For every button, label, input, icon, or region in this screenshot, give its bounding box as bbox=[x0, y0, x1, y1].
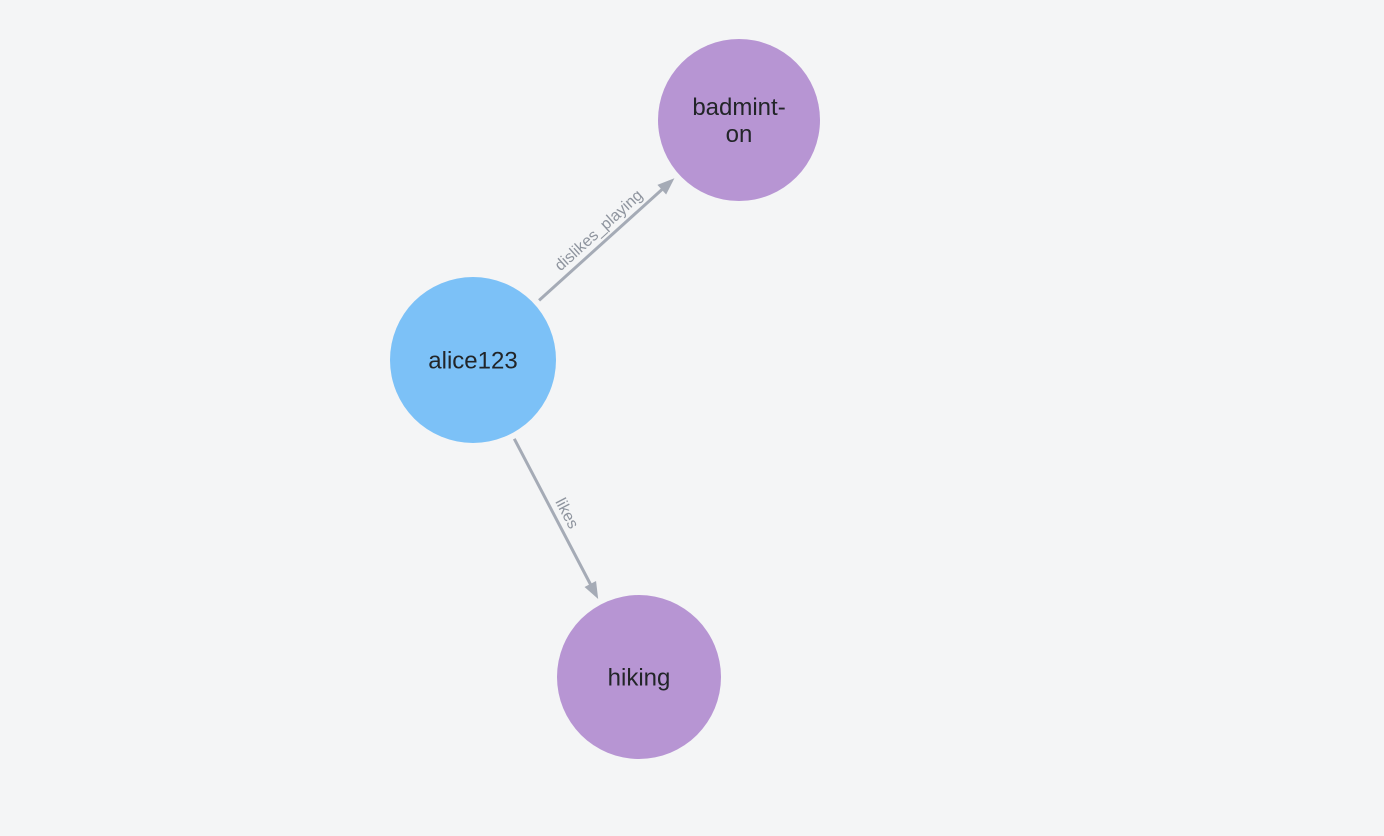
graph-node-hiking[interactable]: hiking bbox=[557, 595, 721, 759]
edge-line bbox=[538, 183, 668, 302]
graph-node-badminton[interactable]: badmint-on bbox=[658, 39, 820, 201]
edge-arrowhead-icon bbox=[584, 580, 599, 600]
node-circle[interactable] bbox=[557, 595, 721, 759]
node-circle[interactable] bbox=[390, 277, 556, 443]
edge-line bbox=[512, 438, 595, 591]
graph-edge-dislikes_playing[interactable]: dislikes_playing bbox=[538, 173, 679, 302]
node-circle[interactable] bbox=[658, 39, 820, 201]
edge-label: likes bbox=[551, 495, 581, 531]
graph-edge-likes[interactable]: likes bbox=[512, 438, 604, 602]
edge-label: dislikes_playing bbox=[552, 187, 647, 275]
graph-node-alice123[interactable]: alice123 bbox=[390, 277, 556, 443]
edge-arrowhead-icon bbox=[657, 178, 675, 195]
